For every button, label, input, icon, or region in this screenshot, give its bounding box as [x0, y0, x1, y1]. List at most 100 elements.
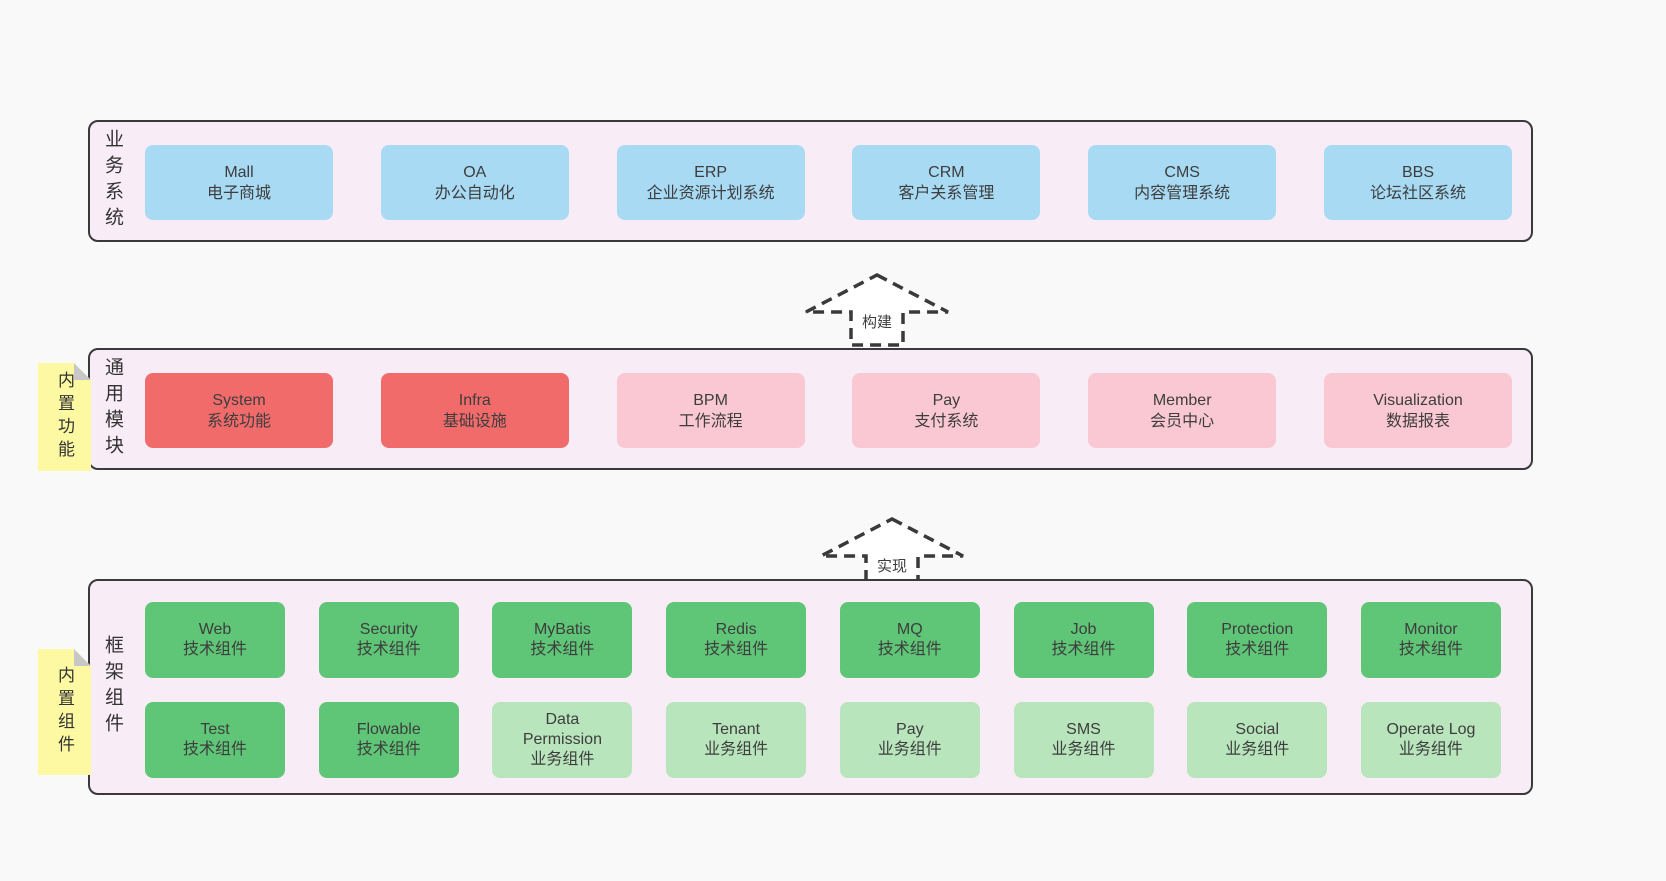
box-operate-log: Operate Log 业务组件: [1360, 702, 1501, 778]
sticky-note-builtin-features: 内置功能: [38, 363, 91, 471]
box-protection: Protection 技术组件: [1187, 602, 1328, 678]
box-desc: 支付系统: [914, 412, 979, 430]
box-desc: 论坛社区系统: [1369, 184, 1466, 202]
box-bpm: BPM 工作流程: [616, 373, 805, 448]
box-tenant: Tenant 业务组件: [666, 702, 807, 778]
box-desc: 电子商城: [206, 184, 271, 202]
box-desc: 业务组件: [1398, 741, 1463, 758]
box-name: Infra: [458, 391, 491, 409]
box-crm: CRM 客户关系管理: [852, 145, 1041, 220]
box-name: Job: [1070, 621, 1097, 638]
box-name: Visualization: [1373, 391, 1463, 409]
box-desc: 技术组件: [182, 741, 247, 758]
box-name: Security: [359, 621, 418, 638]
box-desc: 基础设施: [442, 412, 507, 430]
box-name: Protection: [1221, 621, 1294, 638]
arrow-implement: 实现: [817, 516, 967, 600]
box-desc: 业务组件: [877, 741, 942, 758]
box-desc: 系统功能: [206, 412, 271, 430]
box-name: Flowable: [356, 721, 421, 738]
box-desc: 客户关系管理: [898, 184, 995, 202]
box-name: Operate Log: [1386, 721, 1476, 738]
box-desc: 技术组件: [877, 641, 942, 658]
box-name: Web: [198, 621, 232, 638]
modules-box-row: System 系统功能 Infra 基础设施 BPM 工作流程 Pay 支付系统 Member 会…: [145, 373, 1512, 448]
arrow-build-label: 构建: [859, 314, 895, 332]
box-desc: 企业资源计划系统: [646, 184, 775, 202]
box-data-permission: Data Permission 业务组件: [492, 702, 633, 778]
up-arrow-icon: [805, 273, 949, 347]
box-pay: Pay 支付系统: [852, 373, 1041, 448]
box-bbs: BBS 论坛社区系统: [1323, 145, 1512, 220]
box-desc: 工作流程: [678, 412, 743, 430]
panel-common-modules: 通用模块 System 系统功能 Infra 基础设施 BPM 工作流程 Pay 支付系统 Me…: [88, 348, 1533, 470]
box-name: Data Permission: [522, 711, 602, 748]
box-monitor: Monitor 技术组件: [1360, 602, 1501, 678]
box-desc: 技术组件: [1051, 641, 1116, 658]
box-visualization: Visualization 数据报表: [1323, 373, 1512, 448]
box-name: MQ: [896, 621, 923, 638]
box-desc: 技术组件: [1225, 641, 1290, 658]
box-name: System: [212, 391, 266, 409]
box-redis: Redis 技术组件: [666, 602, 807, 678]
box-name: Pay: [896, 721, 924, 738]
box-security: Security 技术组件: [318, 602, 459, 678]
arrow-build: 构建: [802, 272, 952, 348]
sticky-note-builtin-components: 内置组件: [38, 649, 91, 775]
box-pay: Pay 业务组件: [839, 702, 980, 778]
box-name: CRM: [928, 163, 965, 181]
box-desc: 技术组件: [704, 641, 769, 658]
box-desc: 数据报表: [1385, 412, 1450, 430]
box-cms: CMS 内容管理系统: [1088, 145, 1277, 220]
panel-business-label: 业务系统: [102, 129, 123, 233]
box-member: Member 会员中心: [1088, 373, 1277, 448]
box-name: Member: [1152, 391, 1212, 409]
box-desc: 技术组件: [1398, 641, 1463, 658]
box-desc: 技术组件: [356, 741, 421, 758]
box-name: Redis: [715, 621, 757, 638]
arrow-implement-label: 实现: [874, 558, 910, 576]
box-name: Pay: [932, 391, 961, 409]
box-desc: 业务组件: [704, 741, 769, 758]
box-desc: 业务组件: [530, 751, 595, 768]
panel-framework-label: 框架组件: [102, 635, 123, 739]
box-desc: 技术组件: [530, 641, 595, 658]
box-infra: Infra 基础设施: [380, 373, 569, 448]
box-social: Social 业务组件: [1187, 702, 1328, 778]
box-flowable: Flowable 技术组件: [318, 702, 459, 778]
box-desc: 业务组件: [1051, 741, 1116, 758]
box-mall: Mall 电子商城: [145, 145, 333, 220]
box-name: Social: [1235, 721, 1279, 738]
box-mq: MQ 技术组件: [839, 602, 980, 678]
sticky-note-text: 内置功能: [55, 371, 74, 463]
box-name: Test: [200, 721, 230, 738]
box-desc: 内容管理系统: [1134, 184, 1231, 202]
box-sms: SMS 业务组件: [1013, 702, 1154, 778]
box-name: MyBatis: [533, 621, 591, 638]
sticky-note-text: 内置组件: [55, 666, 74, 758]
box-web: Web 技术组件: [145, 602, 285, 678]
box-desc: 技术组件: [356, 641, 421, 658]
box-system: System 系统功能: [145, 373, 333, 448]
box-desc: 办公自动化: [434, 184, 515, 202]
box-desc: 会员中心: [1150, 412, 1215, 430]
box-name: CMS: [1164, 163, 1200, 181]
panel-modules-label: 通用模块: [102, 357, 123, 461]
box-test: Test 技术组件: [145, 702, 285, 778]
box-name: BPM: [693, 391, 728, 409]
box-name: Monitor: [1404, 621, 1458, 638]
box-name: Tenant: [712, 721, 761, 738]
box-name: Mall: [224, 163, 254, 181]
box-name: SMS: [1066, 721, 1101, 738]
box-name: BBS: [1401, 163, 1434, 181]
box-desc: 业务组件: [1225, 741, 1290, 758]
box-desc: 技术组件: [182, 641, 247, 658]
